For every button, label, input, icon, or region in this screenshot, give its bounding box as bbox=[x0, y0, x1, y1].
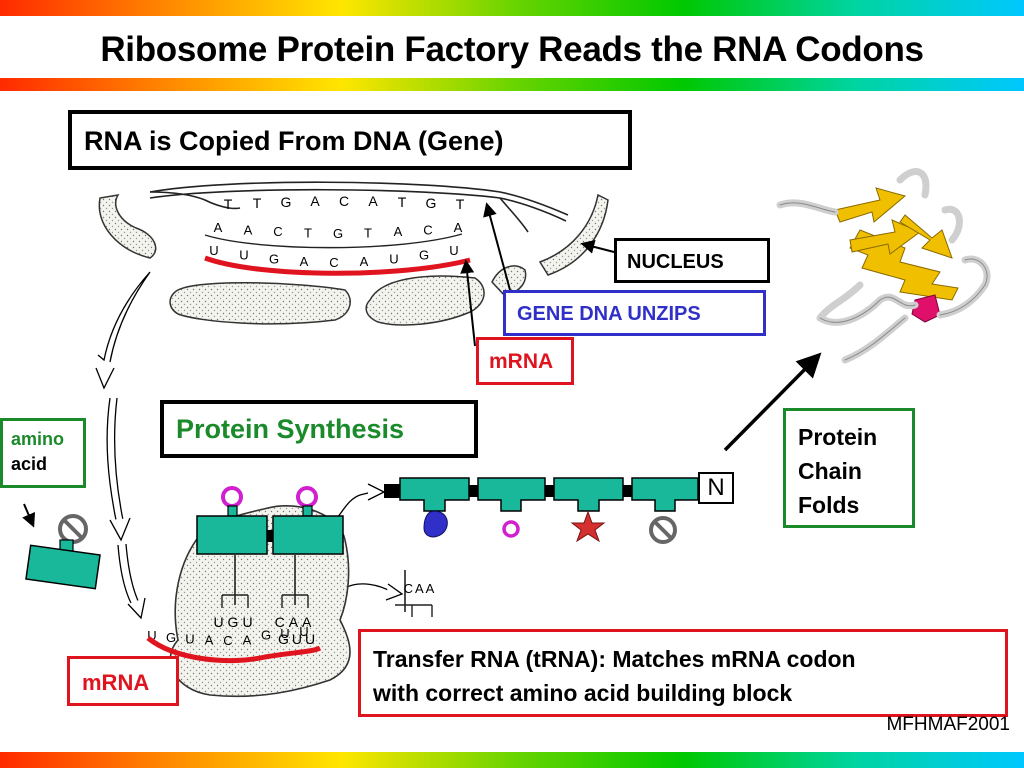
rna-copied-box: RNA is Copied From DNA (Gene) bbox=[68, 110, 632, 170]
folded-protein bbox=[776, 168, 991, 364]
mrna-base-letter: U bbox=[209, 243, 218, 258]
dna-base-letter: A bbox=[244, 222, 253, 237]
dna-base-letter: T bbox=[364, 226, 372, 241]
protein-synthesis-label: Protein Synthesis bbox=[176, 414, 405, 444]
dna-base-letter: T bbox=[398, 194, 407, 210]
dna-base-letter: A bbox=[394, 224, 403, 239]
mrna-base-letter: A bbox=[243, 633, 252, 648]
protein-folds-box: Protein Chain Folds bbox=[783, 408, 915, 528]
credit-text: MFHMAF2001 bbox=[886, 714, 1010, 735]
blue-amino-acid bbox=[423, 510, 448, 538]
mrna-base-letter: U bbox=[147, 628, 156, 643]
mrna-base-letter: U bbox=[239, 248, 248, 263]
dna-base-letter: T bbox=[224, 196, 233, 212]
free-amino-acid bbox=[58, 514, 88, 544]
trna-line-1: Transfer RNA (tRNA): Matches mRNA codon bbox=[373, 646, 856, 672]
n-terminus-label: N bbox=[707, 474, 725, 501]
incoming-trna: CAA GUU bbox=[278, 570, 437, 647]
protein-fold-arrow bbox=[723, 352, 822, 452]
acid-label: acid bbox=[11, 454, 48, 474]
nucleus-label: NUCLEUS bbox=[627, 251, 724, 273]
dna-base-letter: C bbox=[339, 193, 349, 209]
mrna-strand-top bbox=[204, 255, 471, 276]
amino-acid-box: amino acid bbox=[0, 418, 86, 488]
amino-acid-circle-1 bbox=[221, 486, 243, 508]
dna-base-letter: T bbox=[253, 195, 262, 211]
mrna-base-letter: G bbox=[261, 628, 271, 643]
trna-box: Transfer RNA (tRNA): Matches mRNA codon … bbox=[358, 629, 1008, 717]
trna-1: UGU bbox=[196, 486, 268, 630]
mrna-base-letter: A bbox=[205, 633, 214, 648]
bottom-gradient-bar bbox=[0, 752, 1024, 768]
dna-base-letter: G bbox=[333, 226, 343, 241]
anticodon-1: UGU bbox=[213, 614, 256, 630]
dna-base-letter: A bbox=[214, 220, 223, 235]
mrna-base-letter: C bbox=[329, 255, 338, 270]
dna-backbone bbox=[149, 181, 569, 233]
dna-template-strand bbox=[204, 233, 463, 249]
magenta-amino-acid bbox=[502, 520, 520, 538]
mrna-base-letter: G bbox=[269, 251, 279, 266]
trna-line-2: with correct amino acid building block bbox=[373, 680, 793, 706]
slide-title: Ribosome Protein Factory Reads the RNA C… bbox=[100, 30, 924, 69]
protein-synthesis-box: Protein Synthesis bbox=[160, 400, 478, 458]
dna-base-letter: A bbox=[454, 220, 463, 235]
title-underline-bar bbox=[0, 78, 1024, 91]
trna-2: CAA bbox=[272, 486, 344, 630]
mrna-base-letter: U bbox=[185, 632, 194, 647]
dna-base-letter: A bbox=[310, 193, 320, 209]
dna-base-letter: G bbox=[426, 195, 437, 211]
n-terminus-box: N bbox=[698, 472, 734, 504]
mrna-base-letter: G bbox=[166, 630, 176, 645]
anticodon-incoming: CAA bbox=[404, 581, 437, 596]
dna-base-letter: A bbox=[368, 193, 378, 209]
amino-acid-arrow bbox=[22, 503, 36, 528]
codon-1: GUU bbox=[278, 631, 318, 647]
polypeptide-chain bbox=[384, 477, 699, 544]
mrna-strand-bottom bbox=[146, 636, 322, 664]
free-trna bbox=[25, 514, 101, 590]
mrna-base-letter: A bbox=[300, 254, 309, 269]
dna-base-letter: C bbox=[273, 224, 282, 239]
mrna-base-letter: U bbox=[389, 251, 398, 266]
mrna-top-box: mRNA bbox=[476, 337, 574, 385]
protein-folds-line-1: Protein bbox=[798, 424, 878, 450]
gene-dna-box: GENE DNA UNZIPS bbox=[503, 290, 766, 336]
anticodon-2: CAA bbox=[275, 614, 316, 630]
nucleus-arrow bbox=[580, 240, 615, 254]
flow-arrows bbox=[95, 271, 404, 620]
mrna-top-label: mRNA bbox=[489, 350, 554, 373]
peptide-bond-link bbox=[267, 530, 275, 542]
top-gradient-bar bbox=[0, 0, 1024, 16]
mrna-top-arrow bbox=[460, 259, 476, 347]
mrna-base-letter: G bbox=[419, 248, 429, 263]
amino-label: amino bbox=[11, 429, 65, 449]
nucleus-box: NUCLEUS bbox=[614, 238, 770, 283]
mrna-bottom-label: mRNA bbox=[82, 670, 150, 695]
gray-amino-acid bbox=[649, 516, 677, 544]
protein-folds-line-2: Chain bbox=[798, 458, 862, 484]
dna-base-letter: C bbox=[423, 222, 432, 237]
protein-folds-line-3: Folds bbox=[798, 492, 860, 518]
mrna-base-letter: U bbox=[449, 243, 458, 258]
nuclear-membrane bbox=[98, 193, 609, 326]
mrna-base-letter: A bbox=[360, 254, 369, 269]
rna-copied-label: RNA is Copied From DNA (Gene) bbox=[84, 126, 504, 156]
dna-base-letter: T bbox=[304, 226, 312, 241]
mrna-base-letter: U bbox=[299, 624, 308, 639]
red-star-amino-acid bbox=[570, 510, 606, 543]
gene-dna-arrow bbox=[483, 202, 511, 291]
amino-acid-circle-2 bbox=[296, 486, 318, 508]
gene-dna-label: GENE DNA UNZIPS bbox=[517, 303, 701, 325]
dna-base-letter: T bbox=[456, 196, 465, 212]
mrna-base-letter: U bbox=[280, 626, 289, 641]
dna-base-letter: G bbox=[281, 194, 292, 210]
mrna-bottom-box: mRNA bbox=[67, 656, 179, 706]
mrna-base-letter: C bbox=[223, 633, 232, 648]
